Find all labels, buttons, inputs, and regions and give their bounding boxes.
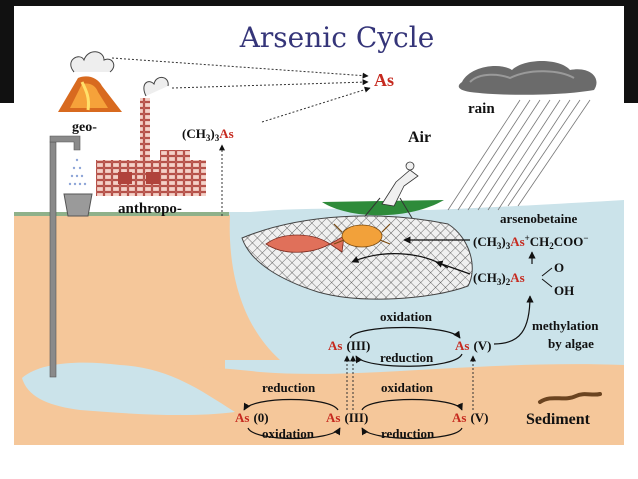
volcano-to-as-arrow — [111, 57, 369, 79]
sediment-as5: As(V) — [452, 410, 489, 425]
anthropo-label: anthropo- — [118, 201, 182, 217]
water-tap-icon — [49, 135, 87, 378]
dma-bonds — [541, 267, 553, 288]
bucket-icon — [63, 193, 93, 217]
air-as-label: As — [374, 70, 394, 90]
trimethylarsine-formula: (CH3)3As — [182, 126, 234, 143]
arsenobetaine-formula: (CH3)3As+CH2COO− — [473, 233, 589, 251]
page-title: Arsenic Cycle — [239, 21, 435, 54]
dma-oxygen: O — [554, 260, 564, 275]
geo-label: geo- — [72, 120, 97, 135]
trimethyl-to-as-arrow — [261, 86, 371, 123]
sediment-reduction-bottom-label: reduction — [381, 426, 435, 441]
worm-icon — [538, 392, 602, 404]
grass-strip — [14, 212, 229, 216]
volcano-icon — [58, 51, 122, 112]
methylation-label-1: methylation — [532, 318, 599, 333]
water-oxidation-arrow — [349, 326, 461, 339]
sediment-reduction-top-arrow — [243, 398, 339, 411]
sediment-reduction-top-label: reduction — [262, 380, 316, 395]
sediment-oxidation-bottom-label: oxidation — [262, 426, 315, 441]
arsenobetaine-label: arsenobetaine — [500, 211, 578, 226]
rain-label: rain — [468, 101, 495, 117]
dma-to-net-arrow — [435, 260, 471, 275]
methylation-label-2: by algae — [548, 336, 594, 351]
sediment-reduction-bottom-arrow — [361, 427, 463, 440]
factory-to-as-arrow — [171, 79, 369, 89]
water-reduction-label: reduction — [380, 350, 434, 365]
land-edge — [14, 215, 280, 360]
sediment-oxidation-bottom-arrow — [247, 427, 341, 440]
sediment-oxidation-top-label: oxidation — [381, 380, 434, 395]
water-oxidation-label: oxidation — [380, 309, 433, 324]
sediment-as3: As(III) — [326, 410, 368, 425]
factory-icon — [96, 77, 206, 196]
sediment-as0: As(0) — [235, 410, 269, 425]
dma-formula: (CH3)2As — [473, 270, 525, 287]
dma-hydroxyl: OH — [554, 283, 574, 298]
fish-icon — [265, 234, 345, 253]
crab-icon — [333, 223, 391, 248]
sediment-oxidation-top-arrow — [361, 398, 463, 411]
water-as5: As(V) — [455, 338, 492, 353]
methylation-arrow — [493, 295, 534, 345]
water-reduction-arrow — [355, 353, 463, 367]
air-label: Air — [408, 129, 431, 146]
groundwater-pool — [22, 362, 235, 416]
sediment-label: Sediment — [526, 411, 591, 428]
water-as3: As(III) — [328, 338, 370, 353]
rain-cloud-icon — [447, 61, 597, 211]
boat-icon — [322, 161, 444, 233]
